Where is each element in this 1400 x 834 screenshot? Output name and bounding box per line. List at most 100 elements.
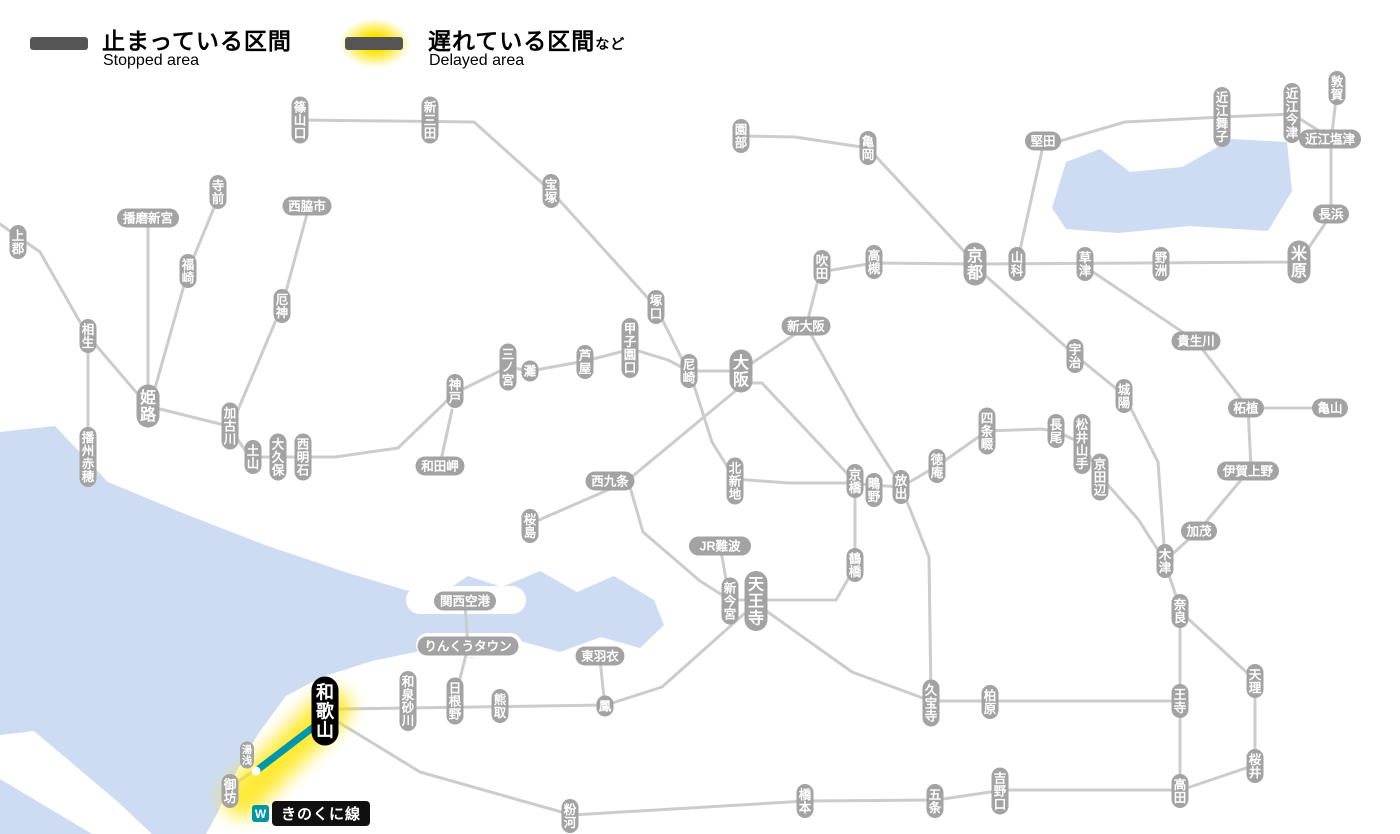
station-name: 粉河 (564, 802, 577, 830)
station-pill-shape (796, 784, 814, 818)
station-pill: 五条 (926, 784, 944, 818)
rail-line-yamatoji (756, 603, 1180, 703)
rail-line-wadamisaki (439, 408, 454, 462)
station-name: 西脇市 (288, 198, 326, 213)
kada-peninsula (0, 731, 152, 834)
station-pill: 篠山口 (291, 96, 309, 144)
station-pill-shape (209, 175, 227, 209)
station-pill: 王寺 (1171, 684, 1189, 718)
station-name: 王寺 (1174, 688, 1187, 715)
station-pill-shape (136, 384, 160, 428)
station-name: 長尾 (1050, 417, 1063, 445)
stopped-area-sublabel: Stopped area (103, 52, 200, 69)
station-name: 熊取 (494, 692, 507, 720)
station-name: 北新地 (729, 460, 742, 501)
station-name: 吹田 (816, 253, 829, 281)
station-name: 和歌山 (316, 682, 335, 740)
station-pill-shape (244, 440, 262, 474)
station-pill-shape (491, 689, 509, 723)
station-pill-shape (542, 174, 560, 208)
station-name: 相生 (82, 322, 95, 350)
station-pill-shape (446, 677, 464, 725)
station-pill: 天王寺 (744, 571, 768, 631)
station-pill: 日根野 (446, 677, 464, 725)
station-pill-shape (273, 289, 291, 323)
station-pill-shape (596, 695, 614, 717)
station-name: 関西空港 (440, 593, 491, 608)
station-name: 湯浅 (242, 743, 252, 767)
station-pill: 土山 (244, 440, 262, 474)
station-name: 福崎 (181, 257, 195, 285)
station-pill-shape (434, 591, 496, 611)
station-pill-shape (399, 671, 417, 731)
station-pill: 敦賀 (1328, 71, 1346, 105)
station-name: 長浜 (1318, 206, 1344, 221)
station-name: 加古川 (223, 405, 237, 446)
station-pill-shape (1073, 414, 1091, 474)
station-pill-shape (865, 473, 883, 507)
station-pill: 塚口 (647, 290, 665, 324)
station-pill-shape (499, 343, 517, 391)
station-name: 西九条 (591, 473, 629, 488)
station-pill-shape (1025, 131, 1061, 151)
station-name: 城陽 (1118, 382, 1131, 410)
station-pill-shape (1228, 398, 1264, 418)
station-pill: 城陽 (1115, 379, 1133, 413)
station-pill: 久宝寺 (922, 679, 940, 727)
station-pill-shape (117, 208, 179, 228)
station-pill: 三ノ宮 (499, 343, 517, 391)
stations-layer: 敦賀近江塩津近江今津近江舞子長浜米原堅田野洲草津山科京都園部亀岡高槻吹田新大阪大… (9, 71, 1361, 833)
rail-line-hanwa (338, 603, 756, 711)
station-pill: 鴫野 (865, 473, 883, 507)
station-pill-shape (1246, 749, 1264, 783)
station-name: 四条畷 (980, 411, 994, 451)
station-pill-shape (732, 119, 750, 153)
station-name: 寺前 (212, 178, 225, 206)
station-name: 新三田 (424, 99, 437, 140)
station-pill: 貴生川 (1171, 331, 1221, 351)
station-name: 天王寺 (748, 577, 765, 628)
station-name: 木津 (1158, 547, 1172, 575)
station-name: 加茂 (1185, 523, 1212, 538)
station-pill: 高槻 (865, 245, 883, 279)
station-pill: 大阪 (729, 349, 753, 393)
station-pill-shape (240, 741, 254, 769)
station-pill-shape (689, 536, 751, 556)
station-name: 橋本 (799, 787, 812, 815)
station-pill-shape (978, 407, 996, 455)
stopped-area-label: 止まっている区間 (102, 22, 292, 56)
station-pill-shape (1171, 684, 1189, 718)
stopped-area-swatch (30, 37, 88, 50)
station-name: 山科 (1011, 250, 1024, 278)
station-pill: 鶴橋 (846, 548, 864, 582)
station-pill: 粉河 (561, 799, 579, 833)
station-pill: 徳庵 (928, 449, 946, 483)
station-name: 塚口 (650, 294, 663, 321)
station-pill: 大久保 (269, 433, 287, 481)
station-name: 和泉砂川 (401, 674, 415, 728)
station-pill: 吉野口 (991, 767, 1009, 815)
station-pill: 尼崎 (680, 354, 698, 388)
station-pill: 松井山手 (1073, 414, 1091, 474)
station-pill: 奈良 (1171, 594, 1189, 628)
station-pill-shape (1171, 594, 1189, 628)
station-pill-shape (291, 96, 309, 144)
station-name: 久宝寺 (924, 682, 938, 723)
line-name-label: きのくに線 (272, 801, 371, 826)
station-name: 御坊 (223, 777, 237, 805)
station-pill: 神戸 (446, 374, 464, 408)
station-pill-shape (1287, 240, 1311, 284)
station-name: 西明石 (296, 437, 310, 477)
station-pill-shape (1066, 339, 1084, 373)
station-name: 篠山口 (294, 99, 307, 140)
station-pill-shape (1246, 664, 1264, 698)
station-name: 播磨新宮 (123, 210, 173, 225)
station-pill-shape (1312, 398, 1348, 418)
station-pill-shape (928, 449, 946, 483)
station-name: 吉野口 (994, 770, 1007, 811)
rail-line-sakurajima-line (530, 484, 619, 525)
station-pill: 柘植 (1228, 398, 1264, 418)
rail-line-osaka-higashi (807, 329, 933, 701)
station-name: 姫路 (140, 388, 157, 424)
station-pill-shape (585, 471, 635, 491)
